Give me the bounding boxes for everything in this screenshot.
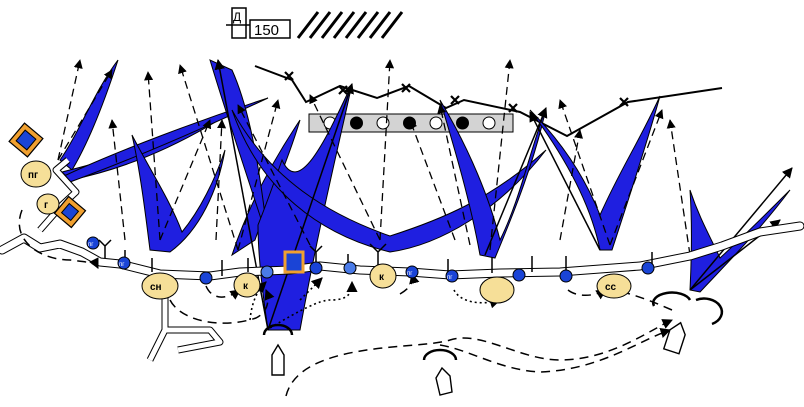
point-p1 bbox=[86, 236, 100, 250]
fire-sector bbox=[131, 134, 226, 253]
mine-filled bbox=[350, 116, 363, 130]
unit-label: пг bbox=[28, 170, 38, 181]
unit-sn bbox=[141, 272, 179, 300]
unit-k1 bbox=[233, 272, 261, 298]
point bbox=[559, 269, 573, 283]
ship-icon bbox=[652, 291, 724, 355]
svg-text:пг: пг bbox=[407, 271, 413, 277]
mine-filled bbox=[403, 116, 416, 130]
range-marker: Д 150 bbox=[226, 7, 404, 39]
point bbox=[343, 261, 357, 275]
unit-blank bbox=[479, 276, 515, 304]
trench-stubs bbox=[98, 239, 653, 276]
command-post-icon bbox=[8, 122, 44, 158]
ships bbox=[262, 291, 724, 396]
fire-sector bbox=[529, 95, 661, 251]
mine-open bbox=[482, 116, 496, 130]
observation-lines bbox=[57, 59, 691, 256]
point bbox=[641, 261, 655, 275]
fire-sector bbox=[231, 109, 547, 253]
command-posts bbox=[8, 122, 305, 274]
range-letter: Д bbox=[233, 10, 241, 24]
units: пг г сн к к сс bbox=[20, 160, 632, 304]
command-post-icon bbox=[283, 250, 305, 274]
svg-text:пг: пг bbox=[447, 275, 453, 281]
mine-open bbox=[376, 116, 390, 130]
unit-label: г bbox=[44, 200, 48, 211]
unit-g bbox=[36, 193, 60, 215]
point-p4 bbox=[445, 269, 459, 283]
range-value: 150 bbox=[254, 22, 279, 39]
point bbox=[260, 265, 274, 279]
svg-text:пг: пг bbox=[119, 262, 125, 268]
ship-icon bbox=[422, 348, 458, 396]
unit-label: сс bbox=[605, 282, 617, 293]
unit-label: к bbox=[379, 272, 385, 283]
fire-sector bbox=[59, 59, 119, 171]
unit-ss bbox=[596, 273, 632, 299]
command-post-icon bbox=[53, 195, 87, 229]
movement-paths bbox=[18, 209, 673, 397]
svg-text:пг: пг bbox=[88, 242, 94, 248]
point bbox=[309, 261, 323, 275]
point bbox=[199, 271, 213, 285]
points: пг пг пг пг bbox=[86, 236, 655, 285]
unit-label: к bbox=[243, 281, 249, 292]
hatch-band bbox=[296, 11, 404, 39]
ship-icon bbox=[262, 323, 294, 376]
unit-k2 bbox=[369, 263, 397, 289]
point-p3 bbox=[405, 265, 419, 279]
fire-sector bbox=[63, 97, 269, 183]
fire-sector bbox=[439, 99, 547, 259]
point-p2 bbox=[117, 256, 131, 270]
mine-open bbox=[429, 116, 443, 130]
mine-filled bbox=[456, 116, 469, 130]
wire-barrier-icon bbox=[284, 71, 629, 113]
point bbox=[512, 268, 526, 282]
unit-label: сн bbox=[150, 282, 162, 293]
unit-pg bbox=[20, 160, 52, 188]
